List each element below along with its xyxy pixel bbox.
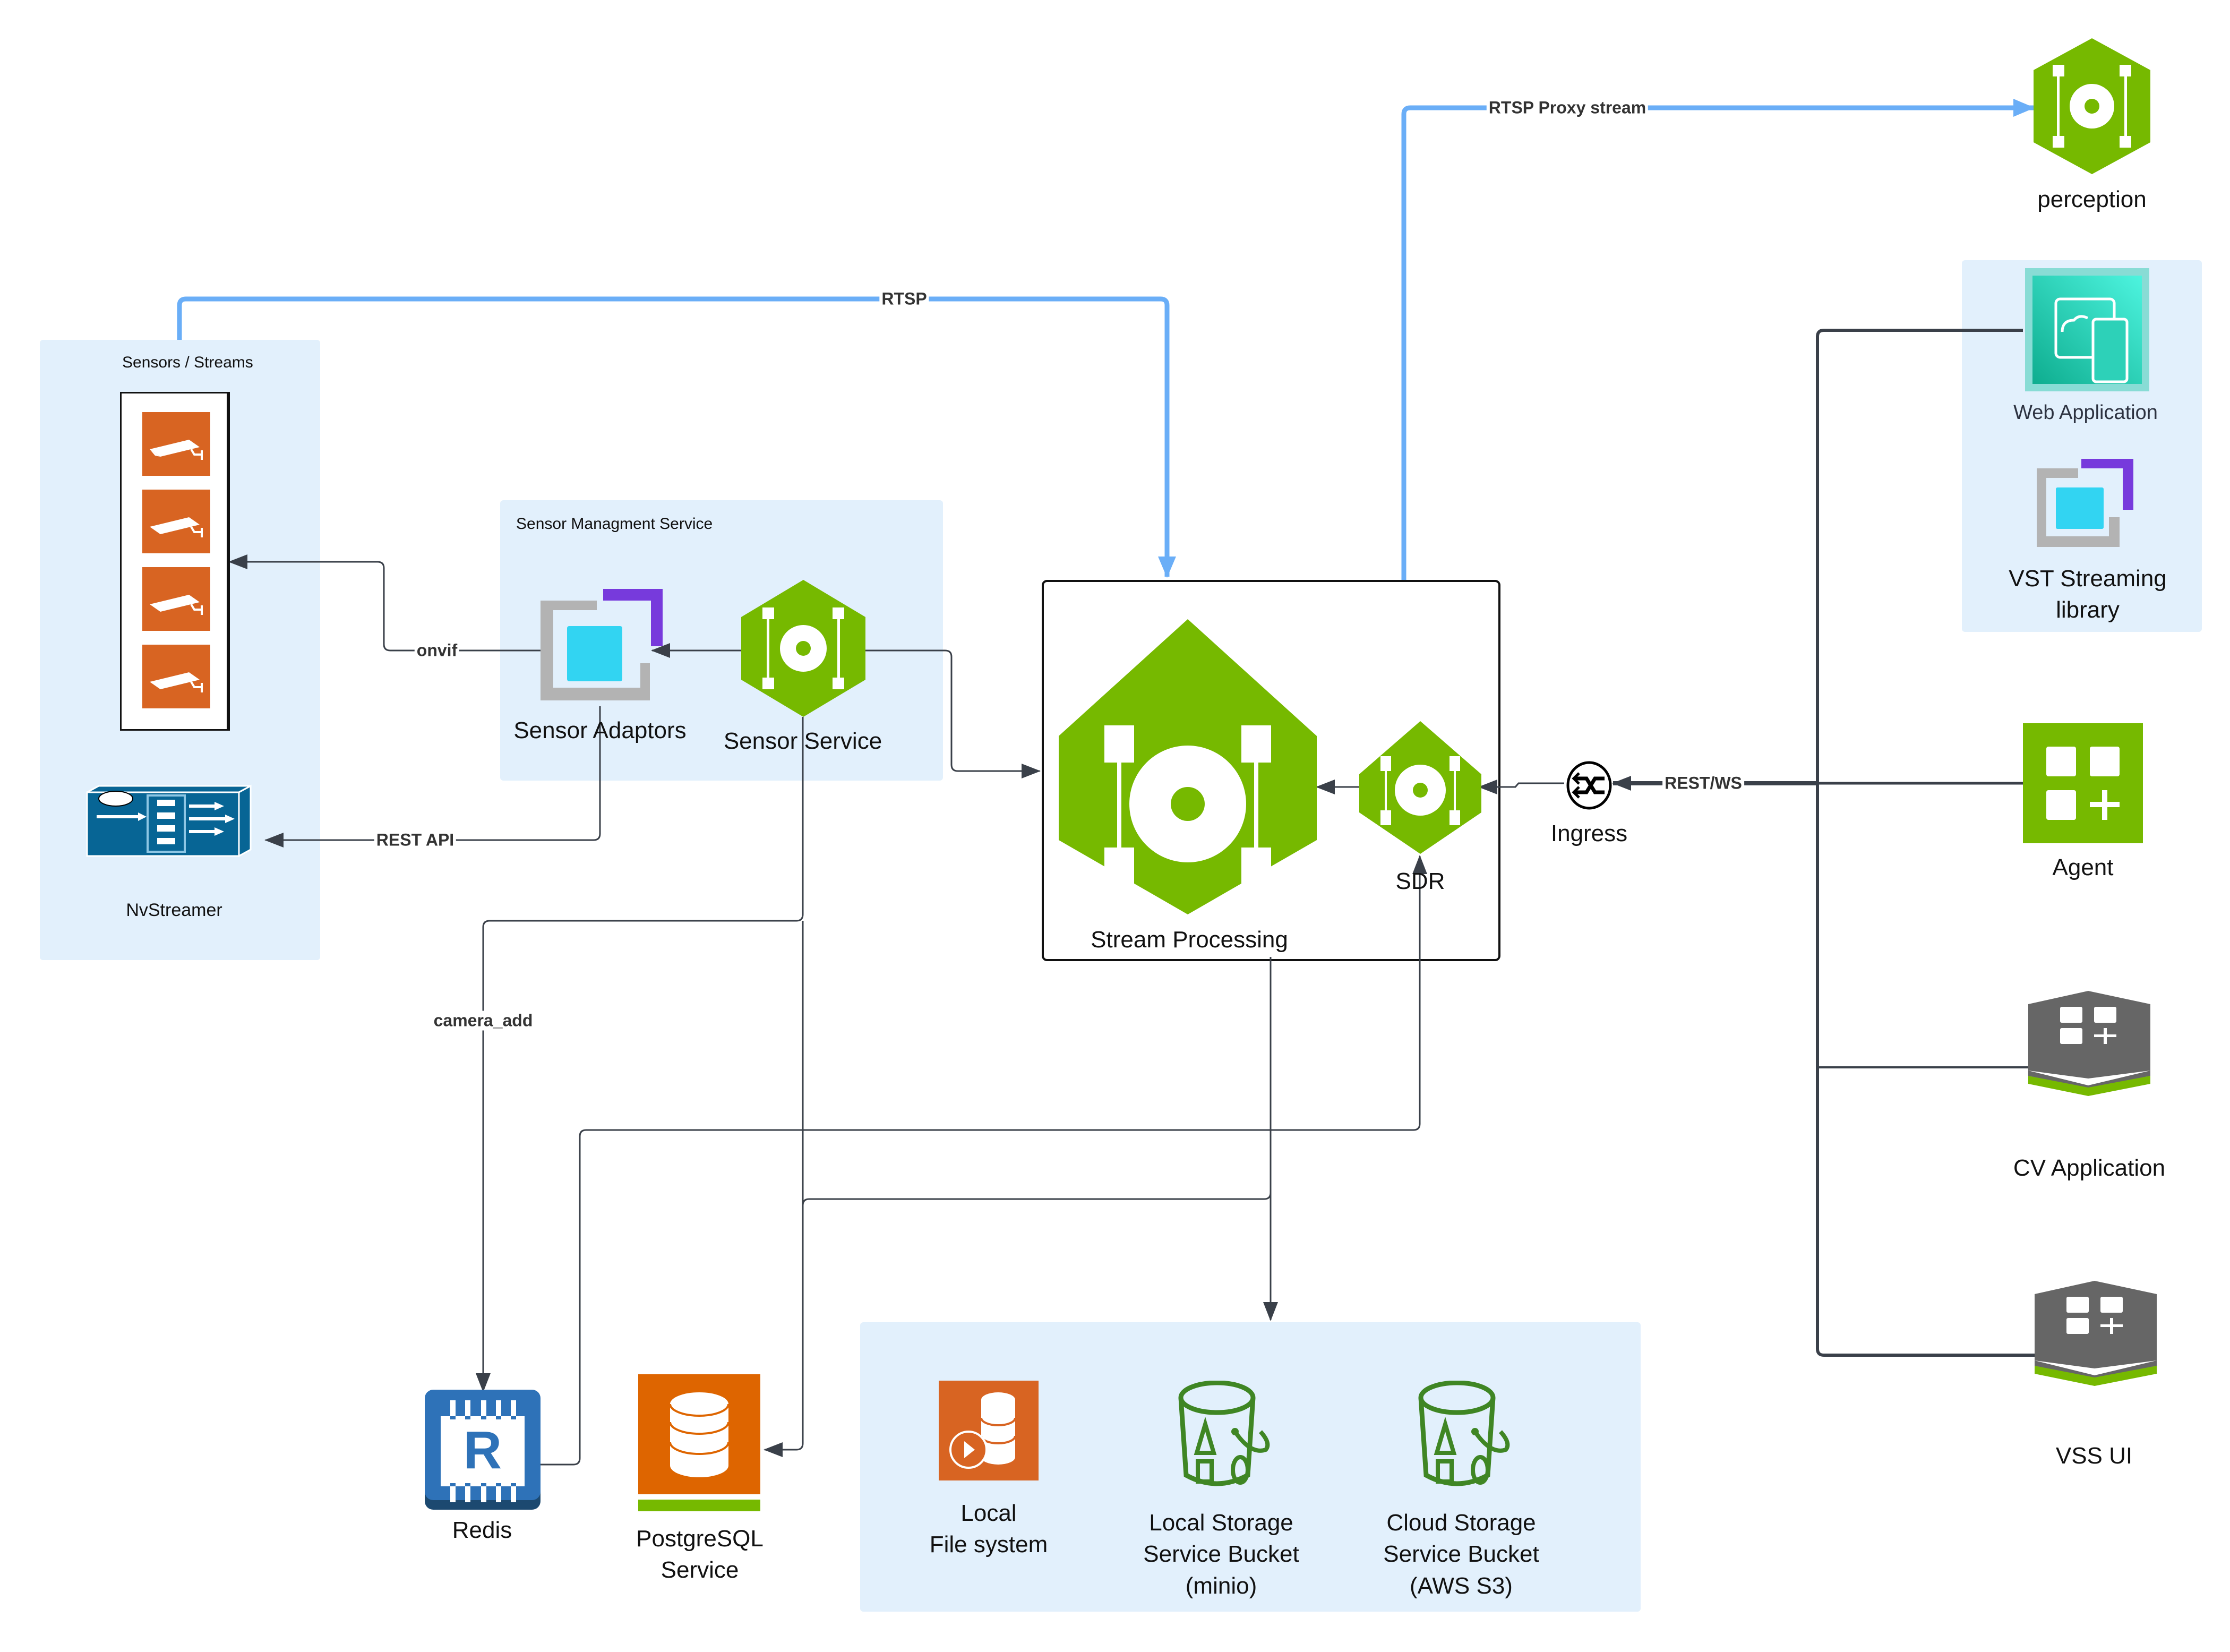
ingress-icon[interactable] — [1565, 760, 1613, 810]
vss-ui-icon[interactable] — [2035, 1281, 2157, 1440]
vst-streaming-library-icon[interactable] — [2035, 457, 2135, 559]
stream-processing-icon[interactable] — [1059, 619, 1317, 914]
postgres-label-line2: Service — [661, 1557, 739, 1583]
nvstreamer-label: NvStreamer — [126, 900, 222, 920]
edge-sp-to-postgres — [802, 1192, 1272, 1206]
minio-bucket-label: Local Storage Service Bucket (minio) — [1143, 1507, 1299, 1602]
edge-label-rest-api: REST API — [374, 830, 457, 850]
vss-ui-label: VSS UI — [2055, 1443, 2133, 1469]
edge-onvif — [228, 554, 541, 652]
edge-label-rest-ws: REST/WS — [1662, 773, 1744, 793]
s3-line1: Cloud Storage — [1386, 1510, 1536, 1536]
sensor-adaptors-label: Sensor Adaptors — [513, 717, 687, 743]
sensor-service-label: Sensor Service — [723, 728, 882, 754]
camera-icon — [142, 645, 210, 708]
postgresql-icon[interactable] — [638, 1374, 760, 1518]
agent-label: Agent — [2052, 854, 2114, 880]
edge-label-rtsp-proxy: RTSP Proxy stream — [1486, 98, 1649, 118]
camera-icon — [142, 412, 210, 476]
client-bus — [1816, 329, 2036, 1357]
minio-line2: Service Bucket — [1143, 1541, 1299, 1568]
agent-icon[interactable] — [2023, 723, 2143, 843]
sensor-adaptors-icon[interactable] — [536, 587, 664, 714]
s3-line2: Service Bucket — [1383, 1541, 1539, 1568]
edge-camera-add — [476, 717, 804, 1392]
gear-icon — [762, 607, 844, 689]
svg-text:R: R — [464, 1420, 502, 1480]
sdr-icon[interactable] — [1359, 721, 1481, 854]
sensors-streams-title: Sensors / Streams — [122, 354, 253, 371]
s3-bucket-label: Cloud Storage Service Bucket (AWS S3) — [1383, 1507, 1539, 1602]
nvstreamer-icon[interactable] — [85, 780, 262, 859]
redis-label: Redis — [452, 1517, 512, 1543]
minio-line1: Local Storage — [1149, 1510, 1293, 1536]
sdr-label: SDR — [1395, 868, 1445, 894]
vst-label-line2: library — [2056, 597, 2120, 623]
local-fs-line2: File system — [929, 1531, 1048, 1558]
sensor-service-icon[interactable] — [741, 580, 865, 717]
edge-label-onvif: onvif — [414, 640, 460, 661]
gear-icon — [2053, 65, 2131, 148]
edge-label-rtsp: RTSP — [879, 289, 929, 309]
edge-service-to-sp — [865, 649, 1041, 778]
local-file-system-label: Local File system — [930, 1497, 1048, 1561]
web-application-label: Web Application — [2013, 401, 2158, 424]
edge-redis-to-sdr — [541, 855, 1427, 1466]
minio-bucket-icon[interactable] — [1162, 1381, 1284, 1492]
edge-label-camera-add: camera_add — [431, 1011, 535, 1031]
edge-ingress-to-sdr — [1478, 780, 1564, 794]
camera-icon — [142, 567, 210, 631]
edge-service-to-postgres — [764, 921, 804, 1457]
camera-list — [142, 412, 210, 708]
s3-bucket-icon[interactable] — [1402, 1381, 1524, 1492]
edge-rest-api — [264, 706, 601, 848]
s3-line3: (AWS S3) — [1410, 1572, 1513, 1599]
perception-label: perception — [2037, 186, 2147, 212]
vst-label-line1: VST Streaming — [2009, 566, 2167, 592]
minio-line3: (minio) — [1185, 1572, 1257, 1599]
stream-processing-label: Stream Processing — [1091, 927, 1288, 953]
redis-icon[interactable]: R — [424, 1389, 542, 1511]
camera-icon — [142, 490, 210, 553]
gear-icon — [1104, 725, 1271, 885]
local-file-system-icon[interactable] — [939, 1381, 1039, 1480]
web-application-icon[interactable] — [2025, 268, 2149, 391]
cv-application-label: CV Application — [2013, 1155, 2166, 1181]
edge-rtsp-proxy — [1401, 99, 2035, 580]
ingress-label: Ingress — [1550, 820, 1628, 846]
local-fs-line1: Local — [960, 1500, 1017, 1526]
sensor-management-title: Sensor Managment Service — [516, 515, 713, 533]
postgresql-label: PostgreSQL Service — [636, 1523, 764, 1586]
vst-streaming-library-label: VST Streaming library — [2009, 563, 2167, 626]
gear-icon — [1380, 756, 1460, 825]
cv-application-icon[interactable] — [2028, 991, 2150, 1150]
edge-rtsp — [177, 296, 1176, 578]
postgres-label-line1: PostgreSQL — [636, 1526, 764, 1552]
perception-icon[interactable] — [2034, 38, 2150, 174]
